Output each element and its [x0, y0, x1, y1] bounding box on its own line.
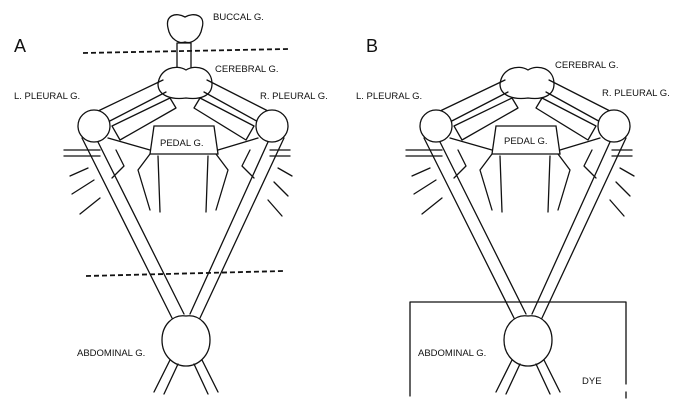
- panel-b-cerebral-label: CEREBRAL G.: [555, 60, 619, 71]
- panel-a-left-pleural-ganglion: [78, 110, 110, 142]
- panel-a-cut-line-bottom: [86, 271, 284, 276]
- panel-b-abdominal-label: ABDOMINAL G.: [418, 348, 486, 359]
- panel-b-right-pleural-label: R. PLEURAL G.: [602, 88, 670, 99]
- panel-a: A: [14, 12, 328, 394]
- panel-a-buccal-label: BUCCAL G.: [213, 12, 264, 23]
- panel-b-left-pleural-ganglion: [420, 110, 452, 142]
- panel-a-pleural-abdominal-connectives: [82, 138, 284, 318]
- panel-b-lateral-nerves: [406, 150, 634, 216]
- panel-a-cut-line-top: [83, 49, 288, 53]
- panel-a-cerebral-label: CEREBRAL G.: [215, 64, 279, 75]
- panel-a-buccal-ganglion: [167, 15, 202, 73]
- panel-a-pedal-label: PEDAL G.: [160, 138, 203, 149]
- panel-b-right-pleural-ganglion: [598, 110, 630, 142]
- panel-a-left-pleural-label: L. PLEURAL G.: [14, 91, 80, 102]
- panel-a-lateral-nerves: [64, 150, 292, 216]
- panel-a-letter: A: [14, 36, 26, 56]
- panel-b-pedal-label: PEDAL G.: [504, 136, 547, 147]
- panel-a-pedal-nerves: [112, 150, 254, 212]
- panel-b-pleural-abdominal-connectives: [424, 138, 626, 318]
- panel-b-left-pleural-label: L. PLEURAL G.: [356, 91, 422, 102]
- panel-b-pedal-nerves: [454, 150, 596, 212]
- panel-a-cerebral-ganglion: [158, 67, 212, 98]
- panel-b-letter: B: [366, 36, 378, 56]
- panel-b-abdominal-ganglion: [504, 316, 552, 366]
- panel-b-cerebral-ganglion: [500, 67, 554, 98]
- panel-a-abdominal-label: ABDOMINAL G.: [77, 348, 145, 359]
- panel-a-abdominal-ganglion: [162, 316, 210, 366]
- panel-a-right-pleural-ganglion: [256, 110, 288, 142]
- panel-a-right-pleural-label: R. PLEURAL G.: [260, 91, 328, 102]
- panel-b-dye-label: DYE: [582, 376, 602, 387]
- panel-b: B: [356, 36, 670, 398]
